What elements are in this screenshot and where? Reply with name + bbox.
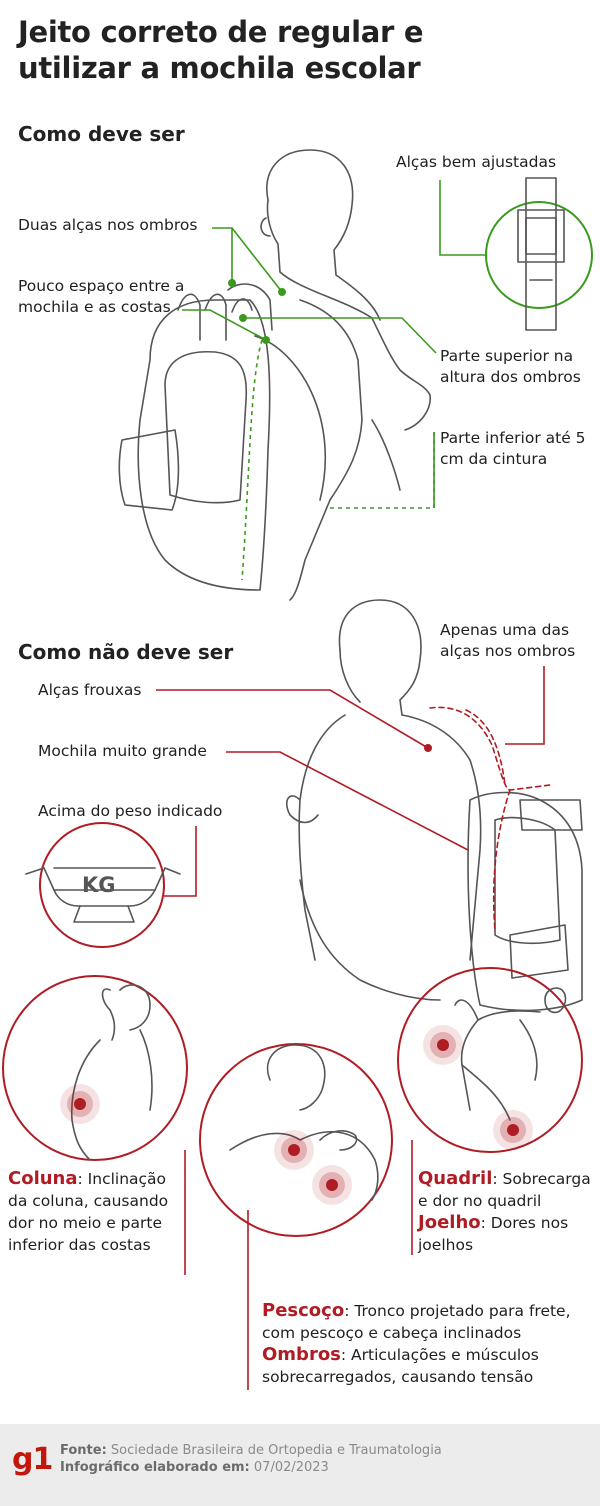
- scale-circle: [39, 822, 165, 948]
- label-little-space: Pouco espaço entre a mochila e as costas: [18, 277, 185, 316]
- label-bottom-height: Parte inferior até 5 cm da cintura: [440, 429, 586, 468]
- pescoco-circle: [199, 1043, 393, 1237]
- bad-person-figure: [285, 599, 482, 961]
- coluna-circle: [2, 975, 188, 1161]
- label-two-straps: Duas alças nos ombros: [18, 216, 198, 234]
- caption-quadril-joelho: Quadril: Sobrecarga e dor no quadril Joe…: [418, 1168, 591, 1254]
- label-top-height: Parte superior na altura dos ombros: [440, 347, 581, 386]
- caption-pescoco-ombros: Pescoço: Tronco projetado para frete, co…: [262, 1300, 571, 1386]
- footer-source: Fonte: Sociedade Brasileira de Ortopedia…: [60, 1443, 442, 1458]
- label-loose-straps: Alças frouxas: [38, 681, 142, 699]
- label-one-strap: Apenas uma das alças nos ombros: [440, 621, 576, 660]
- footer-bar: [0, 1424, 600, 1506]
- coluna-figure: [70, 984, 153, 1161]
- good-person-figure: [260, 149, 431, 601]
- scale-figure: [25, 867, 181, 923]
- section-heading-bad: Como não deve ser: [18, 640, 234, 664]
- bad-backpack-figure: [299, 791, 583, 1012]
- pescoco-figure: [229, 1044, 379, 1201]
- label-straps-tight: Alças bem ajustadas: [396, 153, 557, 171]
- footer-date: Infográfico elaborado em: 07/02/2023: [60, 1460, 329, 1475]
- good-backpack-figure: [118, 283, 327, 591]
- caption-coluna: Coluna: Inclinação da coluna, causando d…: [8, 1168, 169, 1254]
- section-heading-good: Como deve ser: [18, 122, 185, 146]
- g1-logo: g1: [12, 1442, 53, 1477]
- quadril-figure: [454, 987, 567, 1121]
- quadril-circle: [397, 967, 583, 1153]
- page-title: Jeito correto de regular e utilizar a mo…: [18, 15, 424, 85]
- kg-text: KG: [82, 873, 116, 897]
- label-overweight: Acima do peso indicado: [38, 802, 223, 820]
- strap-closeup-figure: [517, 177, 565, 331]
- label-too-big: Mochila muito grande: [38, 742, 207, 760]
